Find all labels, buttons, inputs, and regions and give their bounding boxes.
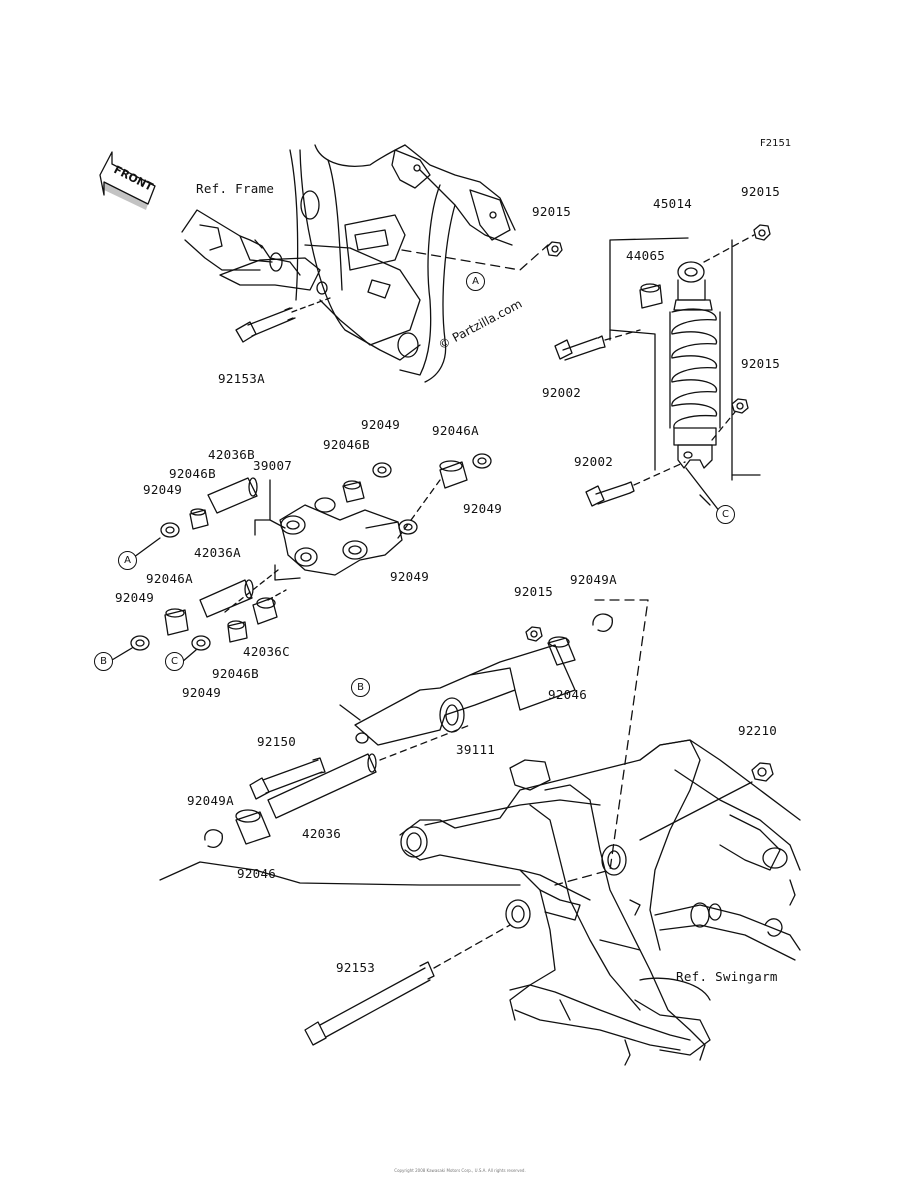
figure-code: F2151 <box>760 138 792 149</box>
part-92046-a: 92046 <box>548 687 588 702</box>
part-44065: 44065 <box>626 248 666 263</box>
part-39111: 39111 <box>456 742 496 757</box>
part-92049A-a: 92049A <box>570 572 617 587</box>
ref-frame-label: Ref. Frame <box>196 181 275 196</box>
callout-a-left: A <box>118 551 137 570</box>
part-92150: 92150 <box>257 734 297 749</box>
part-39007: 39007 <box>253 458 293 473</box>
part-42036C: 42036C <box>243 644 290 659</box>
part-92046A-b: 92046A <box>146 571 193 586</box>
part-92046B-c: 92046B <box>212 666 259 681</box>
part-92153: 92153 <box>336 960 376 975</box>
nut-92015-drawing <box>546 241 563 257</box>
part-45014: 45014 <box>653 196 693 211</box>
ref-swingarm-label: Ref. Swingarm <box>676 969 778 984</box>
part-92046A-a: 92046A <box>432 423 479 438</box>
part-92049A-b: 92049A <box>187 793 234 808</box>
part-92015-low: 92015 <box>514 584 554 599</box>
part-92049-f: 92049 <box>182 685 222 700</box>
swingarm-drawing <box>304 739 801 1066</box>
front-arrow-icon <box>99 151 156 210</box>
callout-a-top: A <box>466 272 485 291</box>
copyright-footer: Copyright 2008 Kawasaki Motors Corp., U.… <box>394 1168 526 1173</box>
part-92049-d: 92049 <box>390 569 430 584</box>
part-92046B-b: 92046B <box>169 466 216 481</box>
callout-b-left: B <box>94 652 113 671</box>
part-92015-mid: 92015 <box>741 356 781 371</box>
callout-b-mid: B <box>351 678 370 697</box>
part-92153A: 92153A <box>218 371 265 386</box>
part-92015-top-right: 92015 <box>741 184 781 199</box>
swingarm-pivot-drawing <box>159 599 649 886</box>
callout-c-left: C <box>165 652 184 671</box>
part-92015-top: 92015 <box>532 204 572 219</box>
callout-c-right: C <box>716 505 735 524</box>
part-42036: 42036 <box>302 826 342 841</box>
part-92002-top: 92002 <box>542 385 582 400</box>
part-92046-b: 92046 <box>237 866 277 881</box>
part-92049-e: 92049 <box>115 590 155 605</box>
frame-drawing <box>181 144 549 383</box>
linkage-drawing <box>111 453 492 663</box>
bolt-92153A-drawing <box>235 297 331 343</box>
part-92210: 92210 <box>738 723 778 738</box>
part-42036B: 42036B <box>208 447 255 462</box>
part-92049-b: 92049 <box>143 482 183 497</box>
part-92002-mid: 92002 <box>574 454 614 469</box>
part-42036A: 42036A <box>194 545 241 560</box>
part-92046B-a: 92046B <box>323 437 370 452</box>
shock-absorber-drawing <box>554 224 771 513</box>
part-92049-c: 92049 <box>463 501 503 516</box>
part-92049-a: 92049 <box>361 417 401 432</box>
